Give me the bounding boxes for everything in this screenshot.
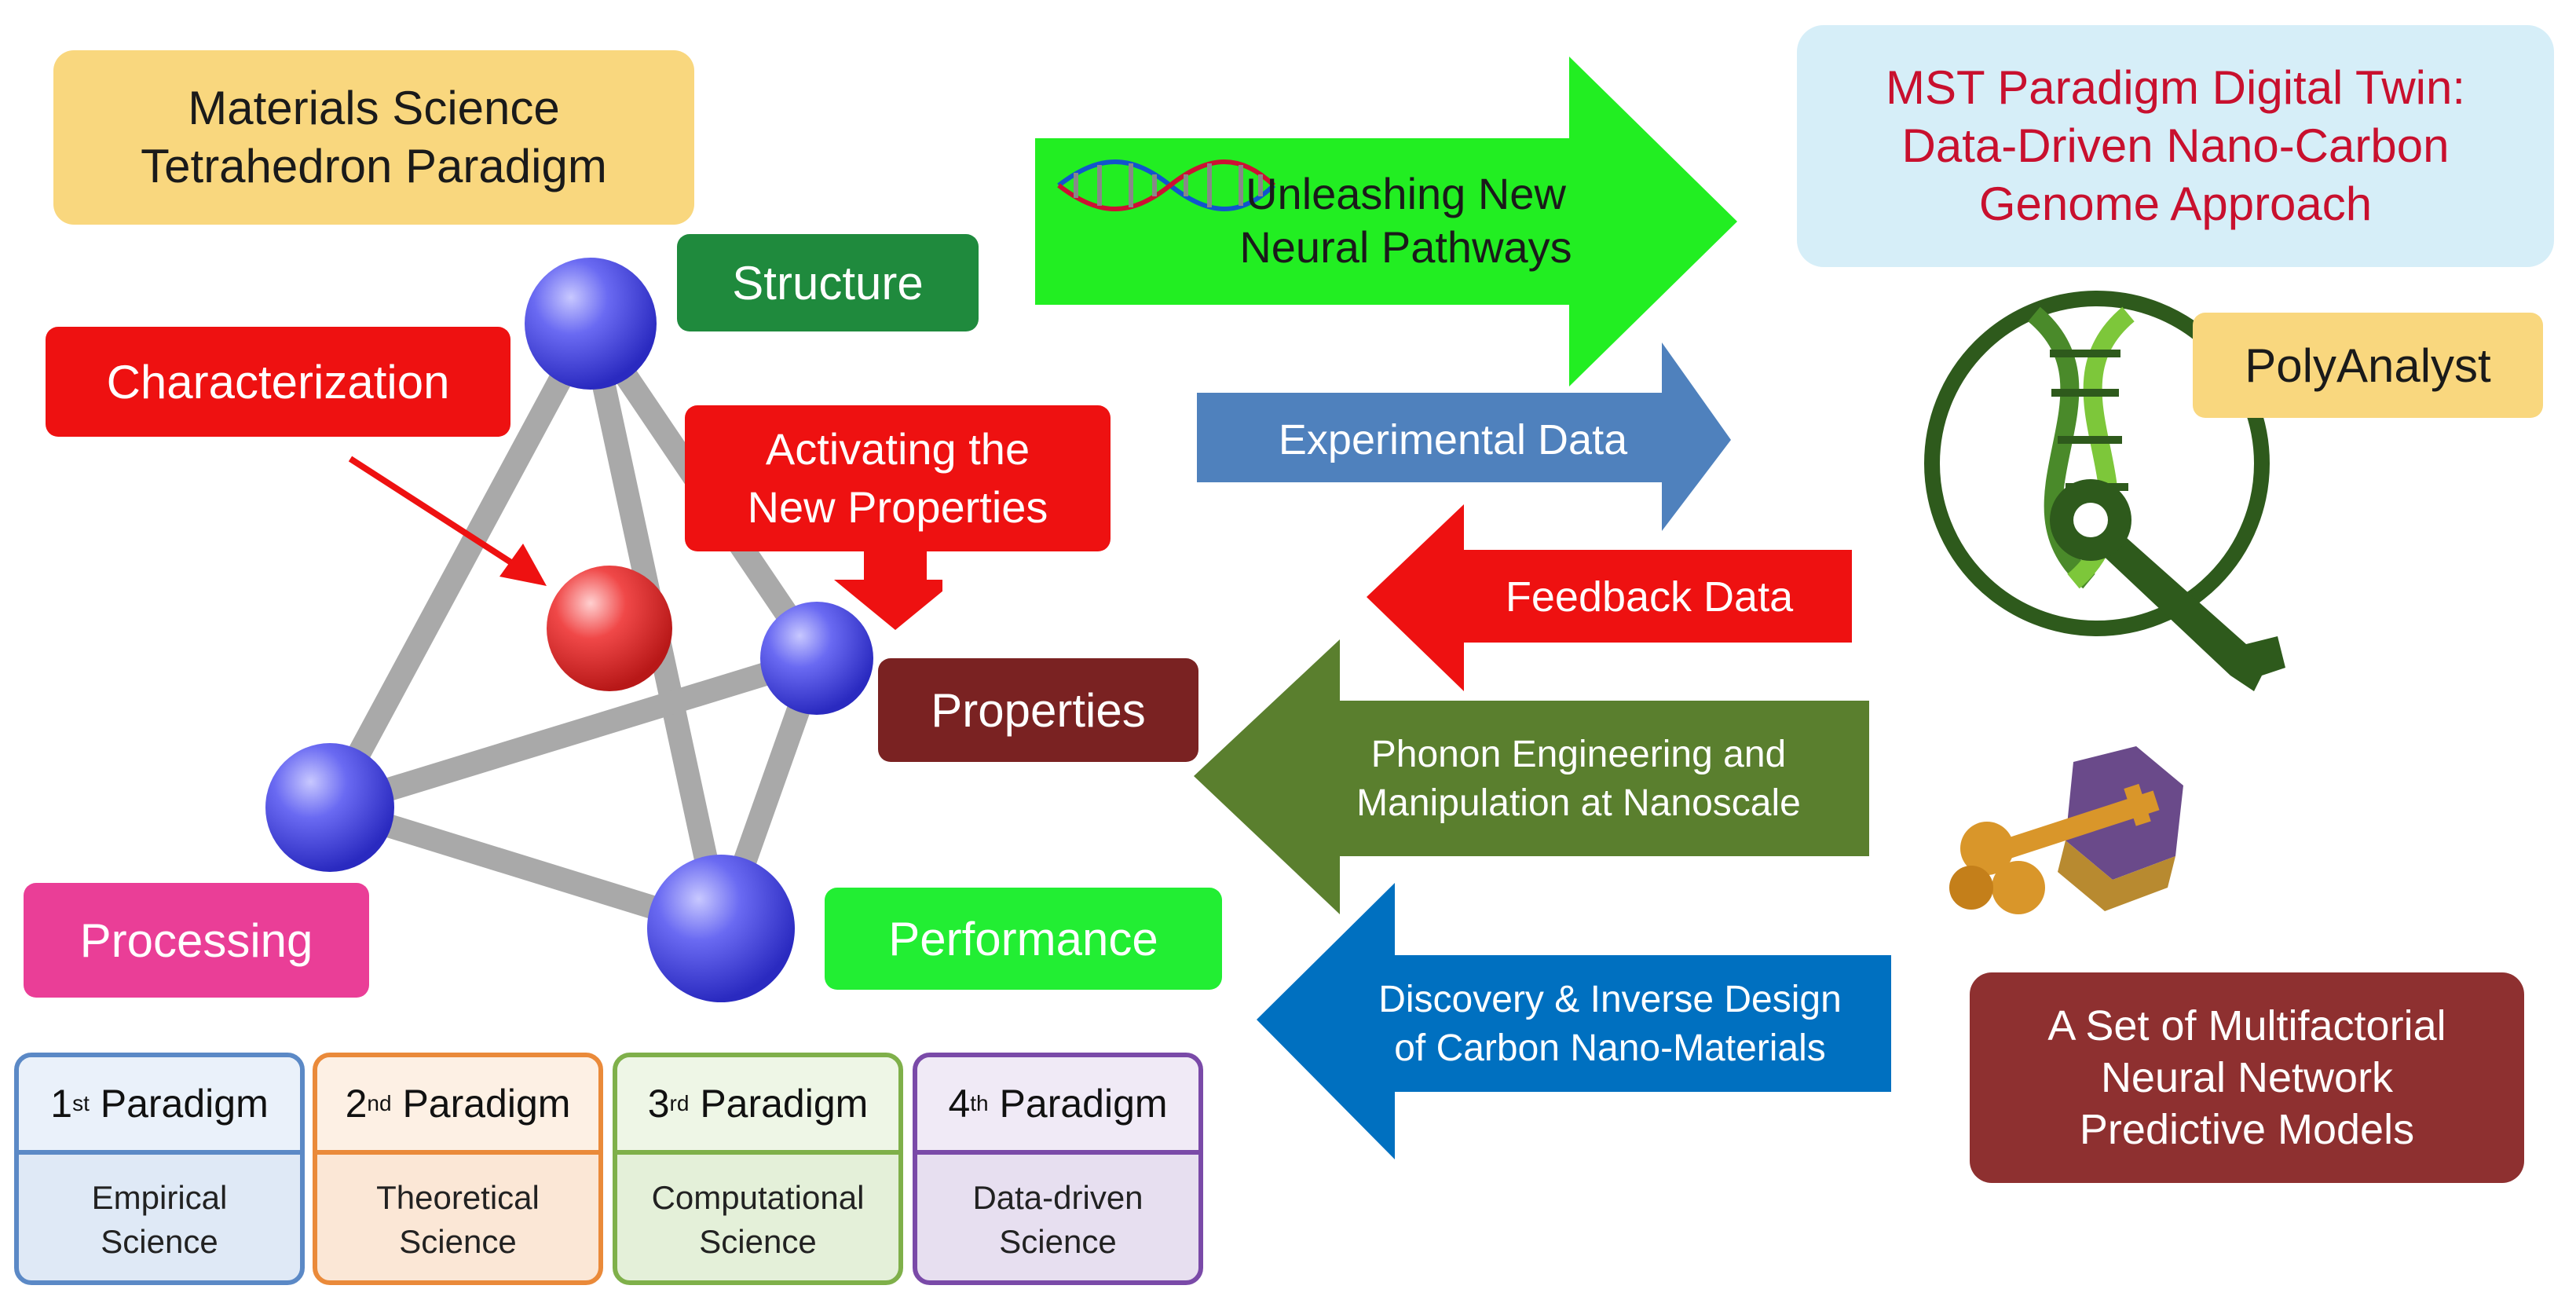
properties-label: Properties [878, 658, 1198, 762]
twin-line3: Genome Approach [1978, 178, 2373, 230]
paradigm-1-line1: Empirical [91, 1179, 228, 1216]
feedback-label: Feedback Data [1505, 573, 1794, 621]
dna-icon [1057, 159, 1276, 211]
paradigm-1-label: Paradigm [100, 1082, 269, 1126]
discovery-line2: of Carbon Nano-Materials [1394, 1027, 1826, 1069]
phonon-line2: Manipulation at Nanoscale [1356, 782, 1801, 824]
multifactorial-line2: Neural Network [2100, 1054, 2394, 1101]
polyanalyst-dna-wrench-icon [1924, 291, 2285, 691]
paradigm-3-label: Paradigm [700, 1082, 869, 1126]
characterization-pointer-line [348, 456, 521, 570]
paradigm-2-num: 2 [345, 1082, 368, 1126]
structure-text: Structure [732, 256, 924, 309]
structure-label: Structure [677, 234, 979, 331]
paradigm-1-num: 1 [50, 1082, 73, 1126]
discovery-arrow [1257, 883, 1891, 1159]
title-line1: Materials Science [188, 82, 560, 134]
tetrahedron-diagram [265, 258, 942, 1002]
multifactorial-line3: Predictive Models [2079, 1106, 2415, 1153]
paradigm-2-line1: Theoretical [376, 1179, 540, 1216]
properties-text: Properties [931, 683, 1146, 737]
node-bottom [647, 855, 795, 1002]
key-icon [1949, 746, 2183, 914]
phonon-line1: Phonon Engineering and [1370, 734, 1787, 775]
characterization-pointer-head [499, 544, 547, 586]
polyanalyst-text: PolyAnalyst [2245, 339, 2491, 392]
activating-label: Activating the New Properties [685, 405, 1111, 551]
polyanalyst-label: PolyAnalyst [2193, 313, 2543, 418]
feedback-data-text: Feedback Data [1445, 559, 1853, 635]
activating-line1: Activating the [765, 424, 1030, 474]
performance-label: Performance [825, 888, 1222, 990]
characterization-text: Characterization [106, 355, 450, 408]
experimental-data-text: Experimental Data [1202, 402, 1704, 478]
paradigm-2-body: Theoretical Science [317, 1155, 598, 1280]
paradigm-3-num: 3 [647, 1082, 670, 1126]
feedback-data-arrow [1367, 504, 1852, 691]
rod-top-left [318, 312, 602, 819]
twin-line1: MST Paradigm Digital Twin: [1885, 61, 2466, 114]
neural-line2: Neural Pathways [1239, 222, 1572, 272]
neural-pathways-text: Unleashing New Neural Pathways [1225, 162, 1586, 280]
neural-line1: Unleashing New [1246, 169, 1566, 218]
paradigm-3-body: Computational Science [617, 1155, 898, 1280]
discovery-text: Discovery & Inverse Design of Carbon Nan… [1335, 965, 1885, 1084]
paradigm-4-body: Data-driven Science [917, 1155, 1198, 1280]
paradigm-4-sup: th [970, 1091, 989, 1115]
paradigm-1-body: Empirical Science [19, 1155, 300, 1280]
performance-text: Performance [888, 912, 1158, 965]
paradigm-4-line2: Science [999, 1223, 1117, 1260]
twin-line2: Data-Driven Nano-Carbon [1901, 119, 2450, 172]
characterization-label: Characterization [46, 327, 510, 437]
paradigm-3-line1: Computational [651, 1179, 865, 1216]
paradigm-1-sup: st [72, 1091, 90, 1115]
node-top [525, 258, 657, 390]
title-box: Materials Science Tetrahedron Paradigm [53, 50, 694, 225]
neural-pathways-arrow [1035, 57, 1737, 386]
discovery-line1: Discovery & Inverse Design [1378, 979, 1842, 1020]
paradigm-4-line1: Data-driven [972, 1179, 1143, 1216]
rod-left-right [318, 646, 829, 819]
node-right [760, 602, 873, 715]
paradigm-2-line2: Science [399, 1223, 517, 1260]
paradigm-3-line2: Science [699, 1223, 817, 1260]
title-line2: Tetrahedron Paradigm [141, 140, 607, 192]
phonon-arrow [1194, 639, 1869, 914]
experimental-label: Experimental Data [1278, 416, 1628, 463]
paradigm-4-label: Paradigm [999, 1082, 1168, 1126]
multifactorial-line1: A Set of Multifactorial [2047, 1002, 2446, 1049]
processing-text: Processing [79, 914, 313, 967]
paradigm-1-line2: Science [101, 1223, 218, 1260]
experimental-data-arrow [1197, 342, 1731, 531]
activating-line2: New Properties [747, 482, 1048, 532]
digital-twin-box: MST Paradigm Digital Twin: Data-Driven N… [1797, 25, 2554, 267]
activating-down-arrow [834, 550, 942, 630]
multifactorial-box: A Set of Multifactorial Neural Network P… [1970, 972, 2524, 1183]
paradigm-2-sup: nd [367, 1091, 392, 1115]
paradigm-3-sup: rd [669, 1091, 690, 1115]
phonon-text: Phonon Engineering and Manipulation at N… [1288, 710, 1869, 848]
processing-label: Processing [24, 883, 369, 998]
node-left [265, 743, 394, 872]
node-center-red [547, 566, 672, 691]
paradigm-4-num: 4 [948, 1082, 971, 1126]
paradigm-2-label: Paradigm [402, 1082, 571, 1126]
